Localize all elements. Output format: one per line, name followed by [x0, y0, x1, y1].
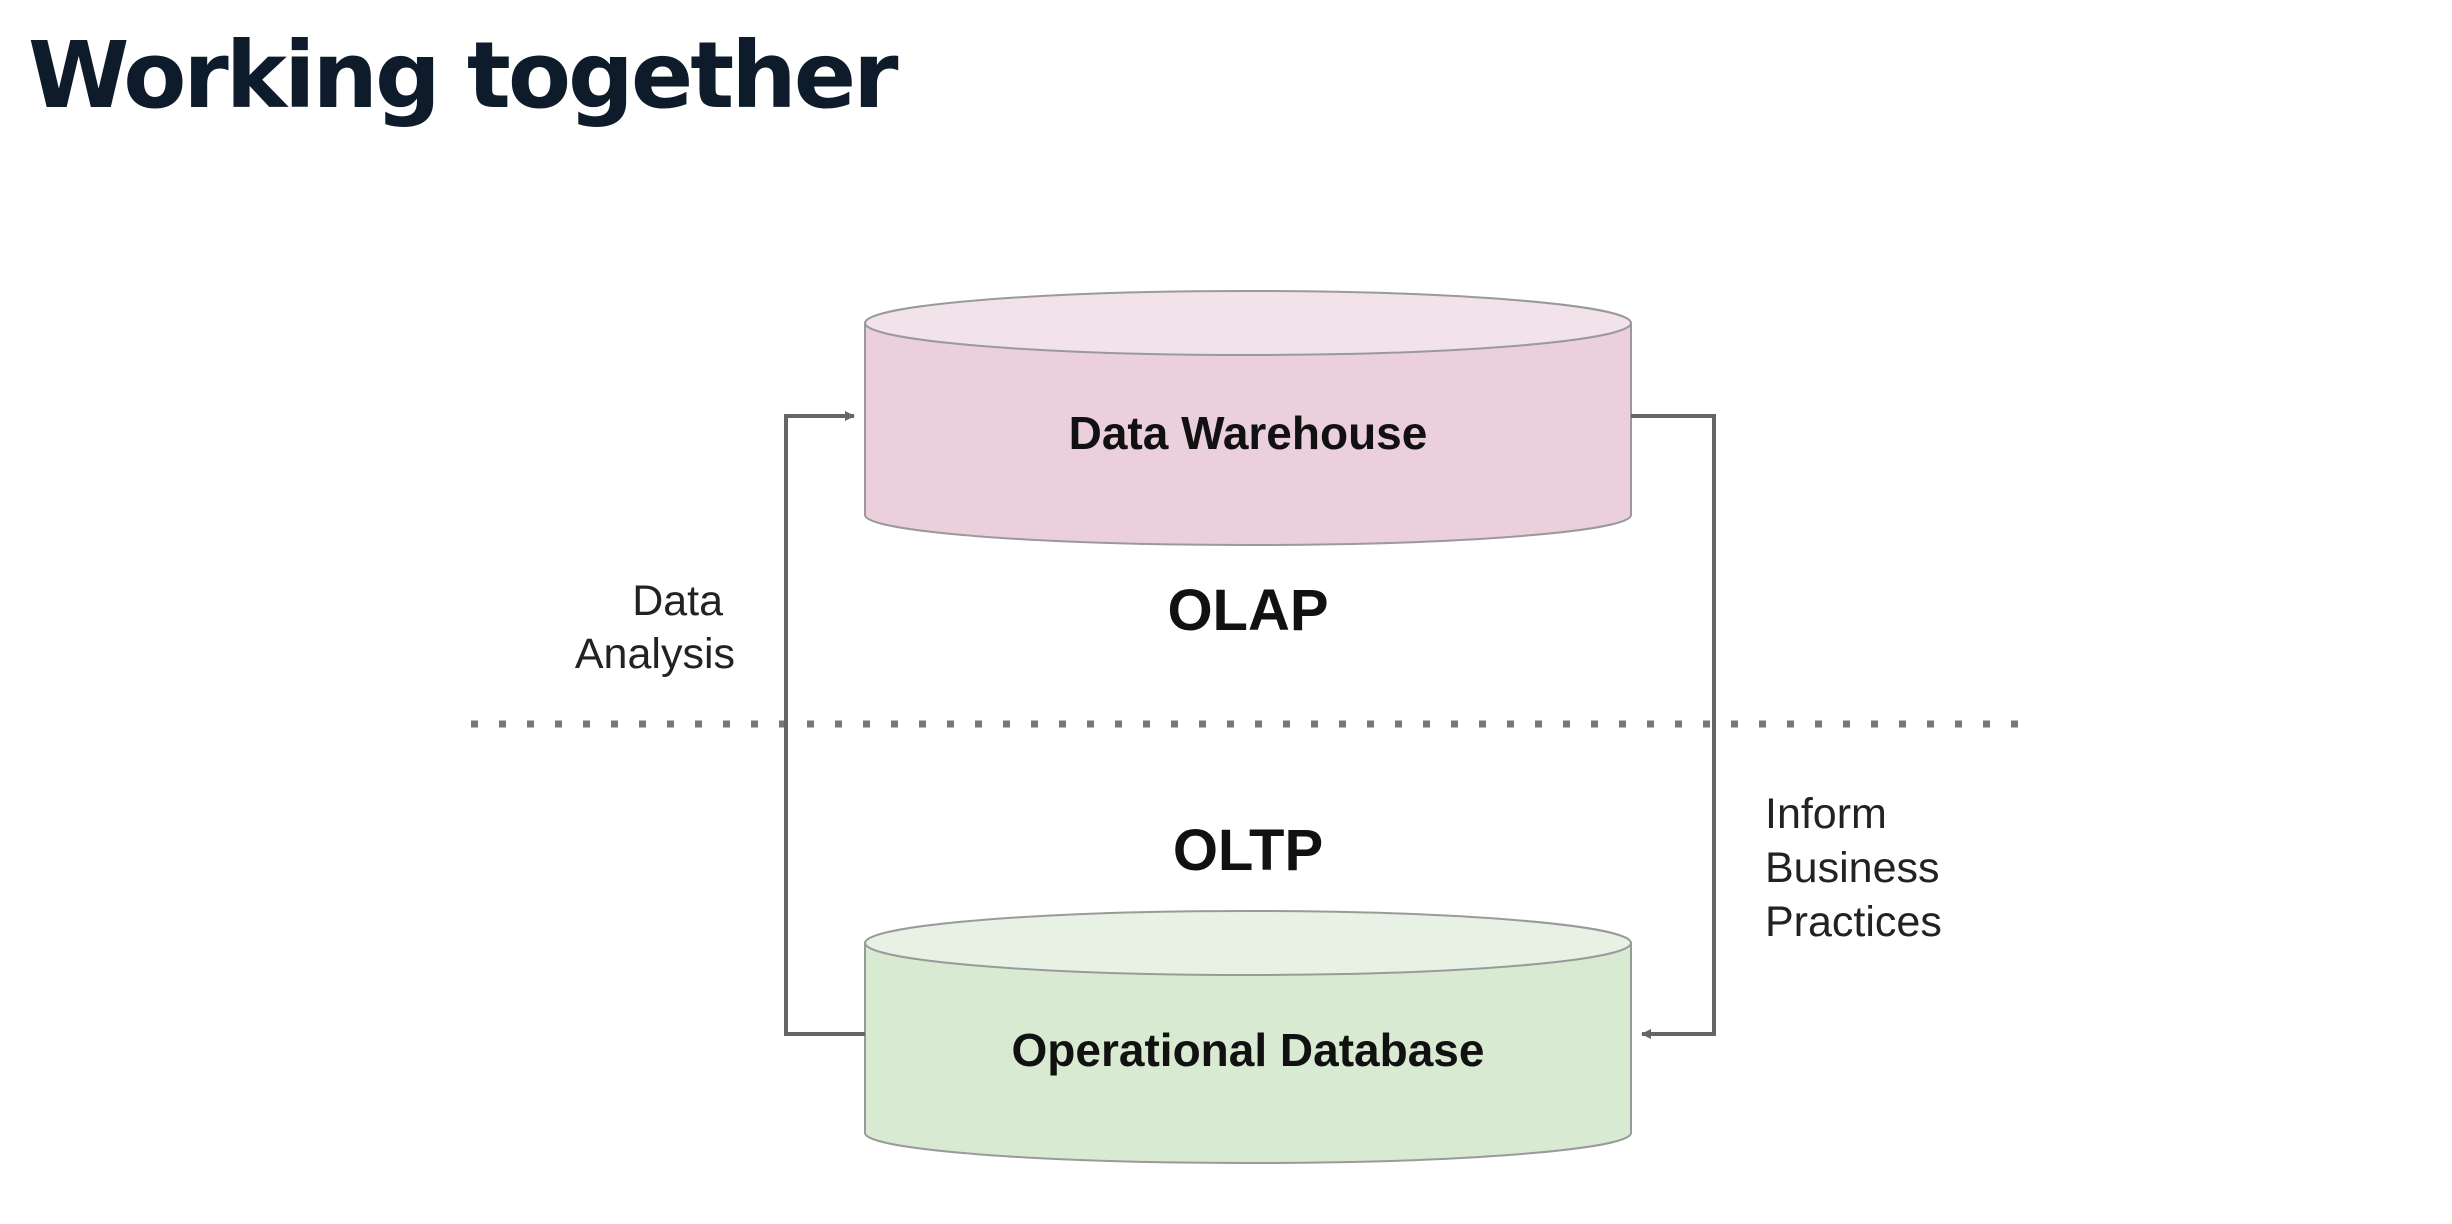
data-warehouse-cylinder: Data Warehouse	[864, 290, 1632, 546]
warehouse-top	[864, 290, 1632, 356]
data-analysis-line: Data	[632, 577, 723, 625]
operational-database-cylinder: Operational Database	[864, 910, 1632, 1164]
data-analysis-label: Data Analysis	[575, 577, 735, 678]
data-analysis-arrow	[784, 411, 865, 1036]
operational-body	[864, 942, 1632, 1164]
inform-business-line: Business	[1765, 844, 1939, 892]
warehouse-body	[864, 322, 1632, 546]
inform-business-arrow	[1631, 414, 1716, 1039]
inform-business-line: Practices	[1765, 898, 1942, 946]
olap-label: OLAP	[1167, 578, 1328, 643]
operational-database-label: Operational Database	[1012, 1024, 1485, 1076]
data-warehouse-label: Data Warehouse	[1069, 407, 1428, 459]
inform-business-line: Inform	[1765, 790, 1887, 838]
inform-business-practices-label: Inform Business Practices	[1765, 790, 1951, 946]
oltp-label: OLTP	[1173, 818, 1323, 883]
page-title: Working together	[28, 22, 899, 129]
operational-top	[864, 910, 1632, 976]
data-analysis-line: Analysis	[575, 630, 735, 678]
